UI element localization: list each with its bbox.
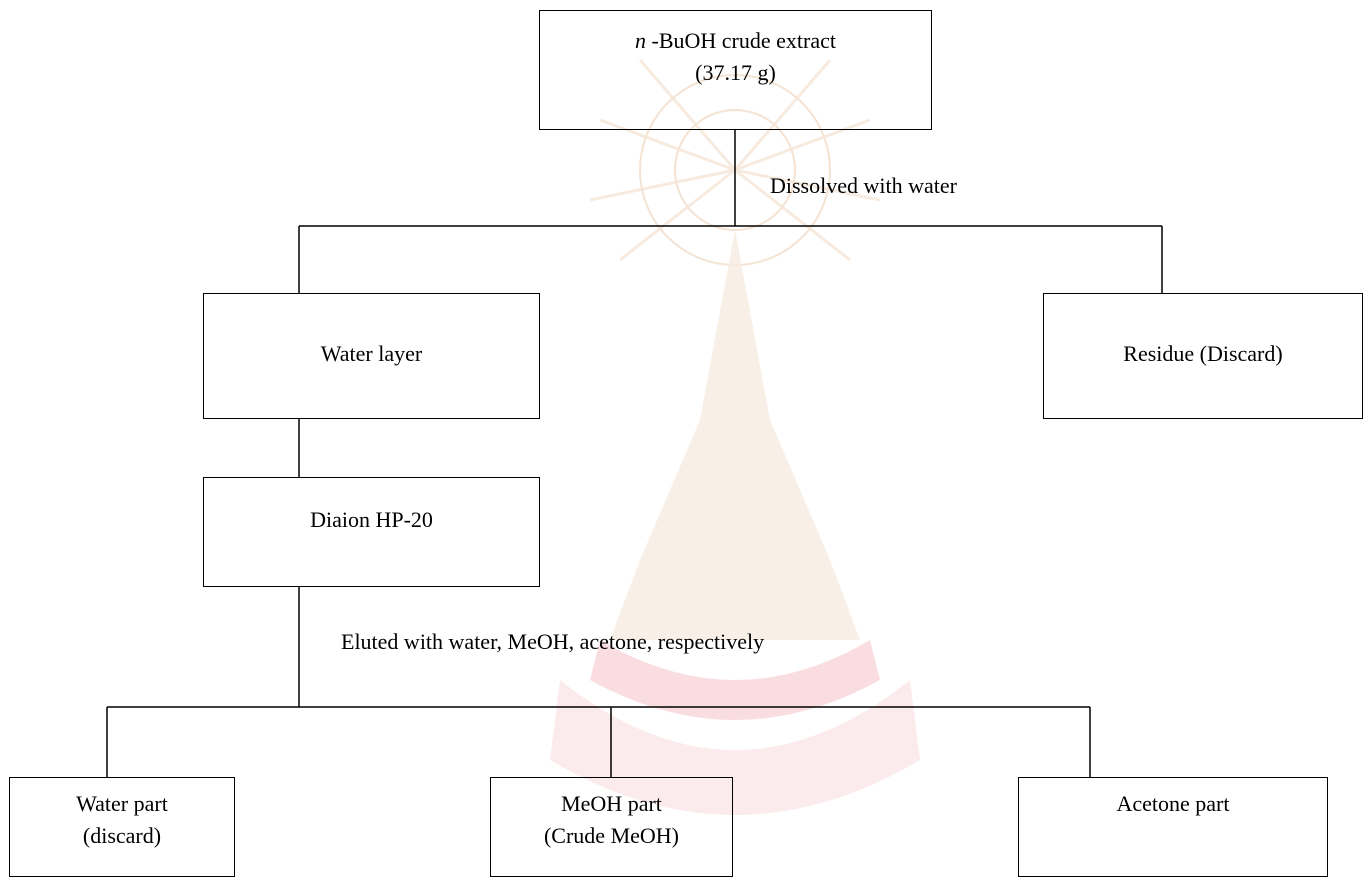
node-acetone-part: Acetone part [1018,777,1328,877]
node-water-part-line2: (discard) [82,823,162,848]
node-acetone-part-line1: Acetone part [1116,791,1230,816]
node-meoh-part-line1: MeOH part [561,791,662,816]
node-root-line1: n -BuOH crude extract [540,25,931,57]
edge-label-eluted: Eluted with water, MeOH, acetone, respec… [341,629,765,654]
node-water-part-line1: Water part [76,791,168,816]
node-meoh-part-line2: (Crude MeOH) [543,823,680,848]
node-residue: Residue (Discard) [1043,293,1363,419]
node-diaion-label: Diaion HP-20 [310,507,433,532]
node-water-part: Water part (discard) [9,777,235,877]
edge-label-dissolved: Dissolved with water [770,173,957,198]
node-water-layer-label: Water layer [320,341,423,366]
node-residue-label: Residue (Discard) [1123,341,1283,366]
node-meoh-part: MeOH part (Crude MeOH) [490,777,733,877]
node-root-italic-n: n [635,28,646,53]
node-root-line1-text: -BuOH crude extract [646,28,836,53]
node-root: n -BuOH crude extract (37.17 g) [539,10,932,130]
node-diaion: Diaion HP-20 [203,477,540,587]
node-water-layer: Water layer [203,293,540,419]
node-root-line2: (37.17 g) [695,60,776,85]
